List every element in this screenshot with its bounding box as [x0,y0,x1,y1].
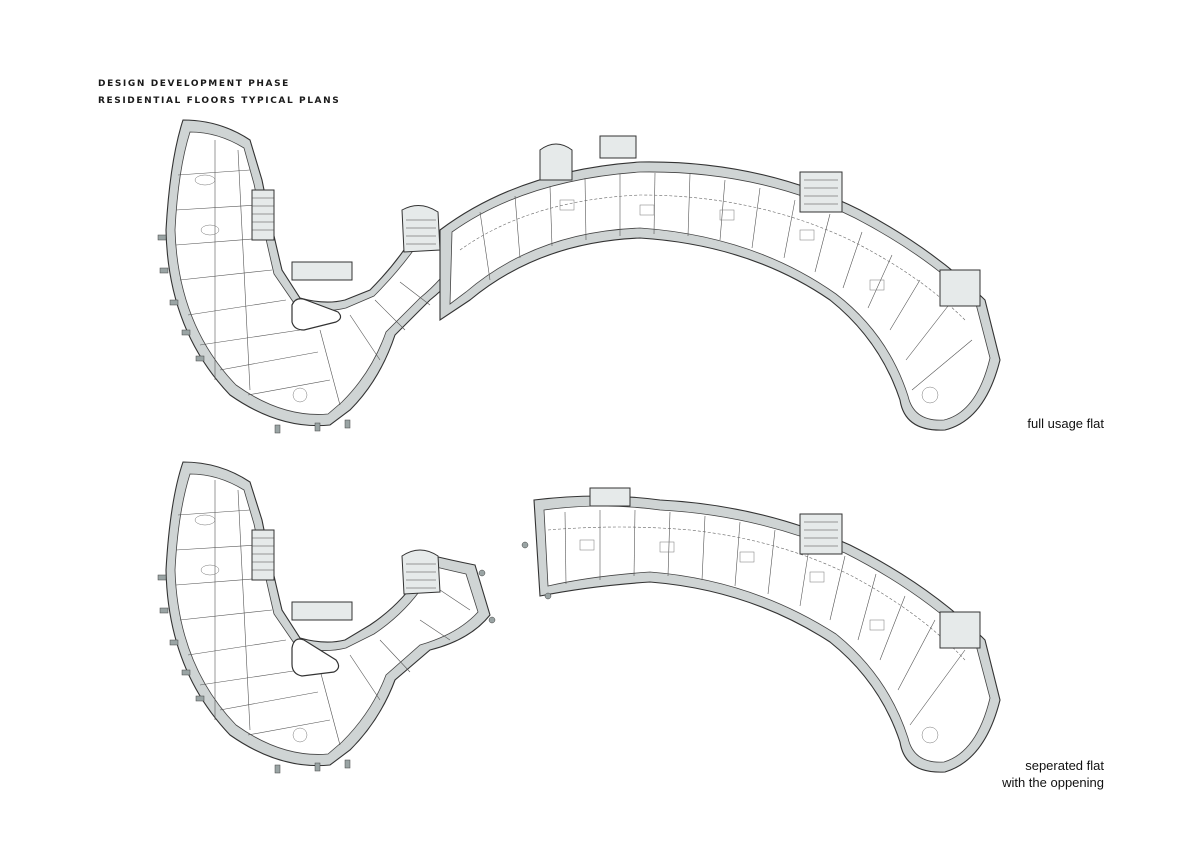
opening-markers-right [521,541,552,600]
crescent-corridor [459,194,966,321]
triangle-courtyard-2 [291,638,340,677]
mid-core-2 [589,487,631,507]
stair-tower-left [401,205,441,253]
left-wing-interior-2 [174,473,479,755]
caption-line: full usage flat [1027,416,1104,431]
right-core [799,171,843,213]
plans-title: RESIDENTIAL FLOORS TYPICAL PLANS [98,96,341,106]
furniture-bottom [194,514,939,744]
connector-block [291,261,353,281]
left-wing-interior [174,131,457,415]
end-core [939,269,981,307]
caption-line: with the oppening [1002,775,1104,790]
end-core-2 [939,611,981,649]
furniture-top [194,174,939,404]
crescent-rooms [479,172,973,391]
mid-core [599,135,637,159]
left-stair [252,197,274,231]
crescent-interior [449,171,991,421]
left-core-2 [251,529,275,581]
columns-top [157,234,351,434]
left-core [251,189,275,241]
left-wing-rooms [175,140,431,406]
sheet-header: DESIGN DEVELOPMENT PHASE RESIDENTIAL FLO… [98,76,340,110]
caption-full-usage: full usage flat [1027,415,1104,432]
connector-block-2 [291,601,353,621]
plan-full-usage [157,119,1001,434]
plan-separated [157,461,1001,774]
right-core-2 [799,513,843,555]
caption-line: seperated flat [1025,758,1104,773]
opening-markers-left [478,569,496,624]
caption-separated: seperated flat with the oppening [1002,757,1104,791]
stair-tower-mid [539,143,573,181]
crescent-interior-2 [543,505,991,763]
crescent-corridor-2 [547,526,966,661]
columns-bottom [157,574,351,774]
crescent-rooms-2 [564,509,966,726]
triangle-courtyard [291,298,342,331]
phase-title: DESIGN DEVELOPMENT PHASE [98,79,290,89]
